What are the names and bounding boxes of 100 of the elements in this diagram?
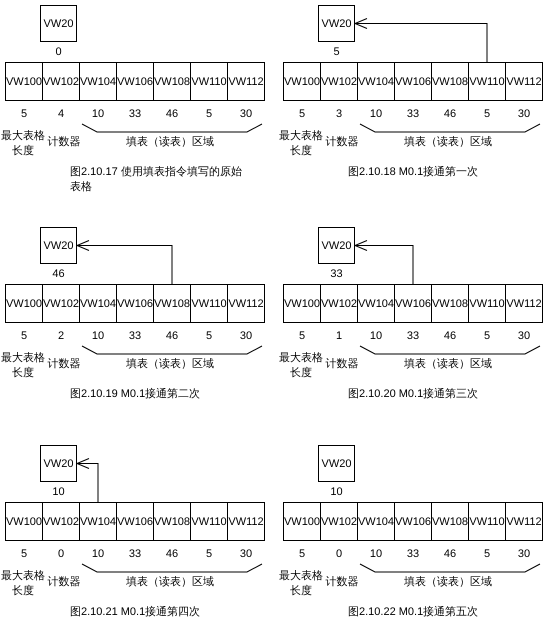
note-text: 最大表格长度 — [278, 569, 324, 598]
register-value: 0 — [54, 46, 63, 58]
cell-value: 46 — [442, 548, 458, 560]
register-name: VW112 — [228, 516, 264, 528]
register-name: VW106 — [394, 516, 432, 528]
table-cell — [283, 62, 321, 101]
register-name: VW108 — [432, 516, 468, 528]
register-name: VW112 — [228, 76, 264, 88]
cell-value: 3 — [334, 108, 344, 120]
cell-value: 1 — [334, 330, 344, 342]
register-name: VW108 — [154, 76, 190, 88]
register-name: VW112 — [506, 298, 542, 310]
cell-value: 5 — [298, 330, 306, 342]
table-cell — [357, 62, 395, 101]
register-name: VW20 — [322, 240, 352, 252]
table-cell — [190, 62, 228, 101]
register-name: VW20 — [44, 240, 74, 252]
register-name: VW110 — [191, 298, 227, 310]
figure-caption: 图2.10.20 M0.1接通第三次 — [348, 386, 480, 401]
cell-value: 5 — [204, 108, 214, 120]
register-name: VW102 — [42, 298, 80, 310]
arrow — [76, 458, 98, 502]
table-cell — [431, 502, 469, 541]
register-value: 10 — [51, 486, 66, 498]
note-text: 最大表格长度 — [278, 129, 324, 158]
table-cell — [153, 62, 191, 101]
register-name: VW104 — [358, 76, 394, 88]
register-name: VW112 — [506, 516, 542, 528]
register-box — [40, 445, 77, 482]
table-cell — [320, 284, 358, 323]
register-name: VW20 — [322, 18, 352, 30]
table-cell — [5, 284, 43, 323]
table-cell — [153, 502, 191, 541]
note-text: 填表（读表）区域 — [125, 135, 215, 149]
register-name: VW102 — [320, 76, 358, 88]
table-cell — [116, 62, 154, 101]
table-cell — [431, 284, 469, 323]
register-name: VW104 — [80, 298, 116, 310]
cell-value: 33 — [406, 548, 420, 560]
cell-value: 5 — [482, 548, 492, 560]
note-text: 填表（读表）区域 — [125, 575, 215, 589]
register-name: VW106 — [116, 76, 154, 88]
cell-value: 46 — [442, 108, 458, 120]
cell-value: 30 — [238, 330, 254, 342]
cell-value: 5 — [482, 330, 492, 342]
register-name: VW110 — [469, 298, 505, 310]
register-box — [318, 5, 355, 42]
table-cell — [5, 62, 43, 101]
note-text: 计数器 — [324, 575, 360, 589]
note-text: 计数器 — [46, 357, 82, 371]
table-cell — [468, 502, 506, 541]
cell-value: 4 — [56, 108, 66, 120]
note-text: 计数器 — [46, 575, 82, 589]
note-text: 填表（读表）区域 — [403, 357, 493, 371]
register-value: 46 — [51, 268, 66, 280]
table-cell — [227, 284, 265, 323]
figure-caption: 图2.10.22 M0.1接通第五次 — [348, 604, 480, 619]
cell-value: 33 — [128, 548, 142, 560]
register-box — [318, 227, 355, 264]
figure-caption: 图2.10.17 使用填表指令填写的原始表格 — [70, 165, 243, 194]
register-name: VW108 — [432, 76, 468, 88]
register-name: VW100 — [284, 516, 320, 528]
register-name: VW104 — [80, 76, 116, 88]
note-text: 计数器 — [46, 135, 82, 149]
table-cell — [505, 62, 543, 101]
table-cell — [116, 502, 154, 541]
table-cell — [394, 284, 432, 323]
note-text: 填表（读表）区域 — [403, 135, 493, 149]
table-cell — [357, 502, 395, 541]
register-name: VW110 — [469, 516, 505, 528]
register-name: VW102 — [42, 76, 80, 88]
cell-value: 10 — [90, 548, 106, 560]
cell-value: 30 — [238, 548, 254, 560]
note-text: 计数器 — [324, 135, 360, 149]
register-name: VW100 — [6, 76, 42, 88]
cell-value: 33 — [128, 108, 142, 120]
cell-value: 5 — [482, 108, 492, 120]
table-cell — [394, 502, 432, 541]
cell-value: 10 — [90, 330, 106, 342]
cell-value: 30 — [516, 108, 532, 120]
cell-value: 46 — [164, 548, 180, 560]
register-name: VW100 — [6, 516, 42, 528]
register-name: VW100 — [284, 298, 320, 310]
table-cell — [153, 284, 191, 323]
register-name: VW110 — [191, 516, 227, 528]
register-box — [318, 445, 355, 482]
register-name: VW102 — [42, 516, 80, 528]
table-cell — [190, 284, 228, 323]
cell-value: 33 — [128, 330, 142, 342]
register-value: 5 — [332, 46, 341, 58]
table-cell — [79, 284, 117, 323]
figure-caption: 图2.10.18 M0.1接通第一次 — [348, 164, 480, 179]
arrow — [354, 18, 488, 62]
table-cell — [283, 502, 321, 541]
figure-caption: 图2.10.21 M0.1接通第四次 — [70, 604, 202, 619]
register-box — [40, 227, 77, 264]
table-cell — [5, 502, 43, 541]
table-cell — [505, 502, 543, 541]
cell-value: 33 — [406, 330, 420, 342]
figure-caption: 图2.10.19 M0.1接通第二次 — [70, 386, 202, 401]
